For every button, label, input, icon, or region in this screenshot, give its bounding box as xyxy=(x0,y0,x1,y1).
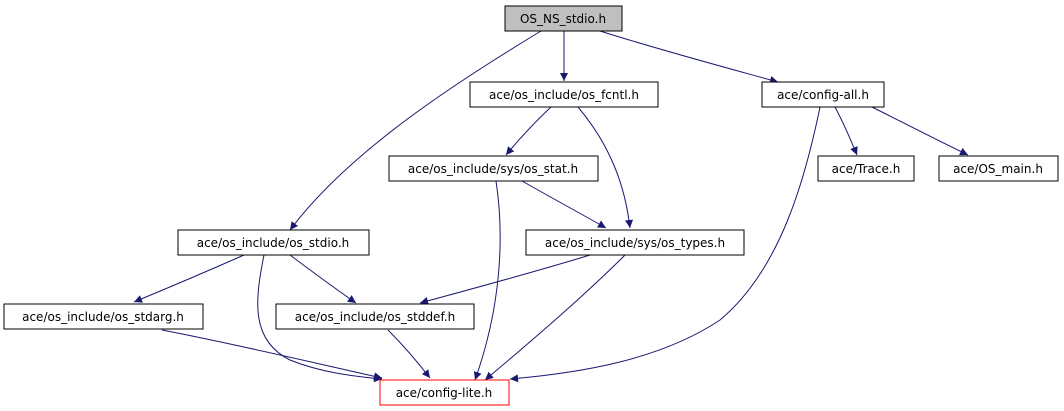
node-os-stddef[interactable]: ace/os_include/os_stddef.h xyxy=(275,303,475,330)
node-label: ace/os_include/os_stdarg.h xyxy=(22,310,184,324)
node-label: ace/Trace.h xyxy=(832,162,901,176)
node-label: ace/OS_main.h xyxy=(953,162,1043,176)
node-label: ace/os_include/os_fcntl.h xyxy=(489,88,639,102)
edge-sys-os-stat-to-sys-os-types xyxy=(521,180,607,229)
edge-os-ns-stdio-to-config-all xyxy=(599,30,779,84)
edge-sys-os-types-to-os-stddef xyxy=(419,254,591,305)
edge-os-stdio-to-config-lite xyxy=(257,254,383,383)
node-box xyxy=(3,303,204,330)
node-os-main[interactable]: ace/OS_main.h xyxy=(938,155,1059,182)
node-os-fcntl[interactable]: ace/os_include/os_fcntl.h xyxy=(469,81,659,108)
node-label: ace/os_include/sys/os_stat.h xyxy=(408,162,578,176)
node-box xyxy=(388,155,599,182)
node-box xyxy=(469,81,659,108)
edge-os-fcntl-to-sys-os-types xyxy=(577,106,634,229)
edge-config-all-to-trace xyxy=(834,106,858,156)
node-box xyxy=(504,5,623,32)
node-box xyxy=(817,155,915,182)
edge-config-all-to-os-main xyxy=(871,106,969,156)
edge-sys-os-stat-to-config-lite xyxy=(473,180,501,381)
edge-os-stdarg-to-config-lite xyxy=(161,329,383,381)
node-os-ns-stdio[interactable]: OS_NS_stdio.h xyxy=(504,5,623,32)
node-layer: OS_NS_stdio.h ace/os_include/os_fcntl.h … xyxy=(3,5,1059,406)
node-os-stdio[interactable]: ace/os_include/os_stdio.h xyxy=(177,229,370,256)
node-label: ace/config-all.h xyxy=(777,88,869,102)
node-label: ace/os_include/os_stddef.h xyxy=(295,310,455,324)
edge-os-stdio-to-os-stdarg xyxy=(133,254,245,303)
node-label: OS_NS_stdio.h xyxy=(520,12,606,26)
node-box xyxy=(938,155,1059,182)
edge-layer xyxy=(133,30,969,383)
node-trace[interactable]: ace/Trace.h xyxy=(817,155,915,182)
edge-os-fcntl-to-sys-os-stat xyxy=(505,106,552,156)
edge-os-stddef-to-config-lite xyxy=(387,329,431,379)
edge-sys-os-types-to-config-lite xyxy=(484,254,626,381)
node-sys-os-types[interactable]: ace/os_include/sys/os_types.h xyxy=(525,229,745,256)
node-config-lite[interactable]: ace/config-lite.h xyxy=(379,379,510,406)
node-box xyxy=(525,229,745,256)
node-label: ace/os_include/sys/os_types.h xyxy=(545,236,725,250)
node-sys-os-stat[interactable]: ace/os_include/sys/os_stat.h xyxy=(388,155,599,182)
edge-config-all-to-config-lite xyxy=(509,106,821,383)
node-label: ace/config-lite.h xyxy=(396,386,493,400)
node-box xyxy=(177,229,370,256)
node-config-all[interactable]: ace/config-all.h xyxy=(761,81,885,108)
node-box xyxy=(761,81,885,108)
edge-os-ns-stdio-to-os-stdio xyxy=(289,30,542,231)
edge-os-stdio-to-os-stddef xyxy=(289,254,357,304)
node-box xyxy=(379,379,510,406)
node-os-stdarg[interactable]: ace/os_include/os_stdarg.h xyxy=(3,303,204,330)
node-box xyxy=(275,303,475,330)
node-label: ace/os_include/os_stdio.h xyxy=(197,236,350,250)
